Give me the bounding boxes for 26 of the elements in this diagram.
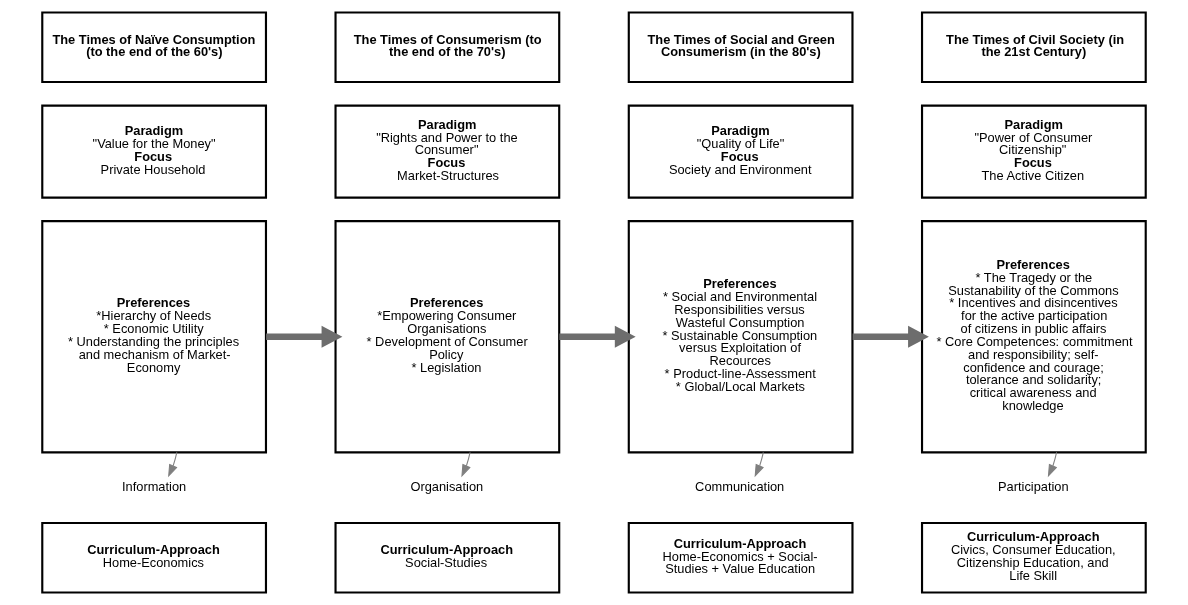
node-box: Preferences *Empowering Consumer Organisations * Development of Consumer Policy * Legislation xyxy=(334,220,561,454)
node-box: Preferences * The Tragedy or the Sustanability of the Commons * Incentives and disincentives for the active participation of citizens in public affairs * Core Competences: commitment and responsibility; self-confidence and courage; tolerance and solidarity; critical awareness and knowledge xyxy=(920,220,1147,454)
arrow xyxy=(461,451,471,478)
node-box: The Times of Consumerism (to the end of the 70's) xyxy=(334,11,561,84)
node-text: Communication xyxy=(695,478,785,494)
node-box: The Times of Civil Society (in the 21st Century) xyxy=(920,11,1147,84)
node-text: Organisation xyxy=(410,478,484,494)
arrow xyxy=(754,451,764,478)
node-box: Curriculum-Approach Social-Studies xyxy=(334,521,561,594)
node-box: The Times of Social and Green Consumerism (in the 80's) xyxy=(627,11,854,84)
node-box: Paradigm "Rights and Power to the Consumer" Focus Market-Structures xyxy=(334,104,561,199)
node-text: Information xyxy=(122,478,187,494)
node-box: Curriculum-Approach Civics, Consumer Education, Citizenship Education, and Life Skill xyxy=(920,521,1147,594)
arrow xyxy=(852,325,929,348)
node-box: Preferences *Hierarchy of Needs * Economic Utility * Understanding the principles and mechanism of Market-Economy xyxy=(41,220,268,454)
node-box: Paradigm "Quality of Life" Focus Society and Environment xyxy=(627,104,854,199)
node-box: Curriculum-Approach Home-Economics xyxy=(41,521,268,594)
node-text: Participation xyxy=(998,478,1069,494)
arrow xyxy=(168,451,178,478)
node-box: Paradigm "Value for the Money" Focus Private Household xyxy=(41,104,268,199)
arrow xyxy=(559,325,636,348)
node-box: Preferences * Social and Environmental Responsibilities versus Wasteful Consumption * Sustainable Consumption versus Exploitation of Recources * Product-line-Assessment * Global/Local Markets xyxy=(627,220,854,454)
node-box: Curriculum-Approach Home-Economics + Social-Studies + Value Education xyxy=(627,521,854,594)
node-box: The Times of Naïve Consumption (to the end of the 60's) xyxy=(41,11,268,84)
arrow xyxy=(1047,451,1058,478)
node-box: Paradigm "Power of Consumer Citizenship" Focus The Active Citizen xyxy=(920,104,1147,199)
